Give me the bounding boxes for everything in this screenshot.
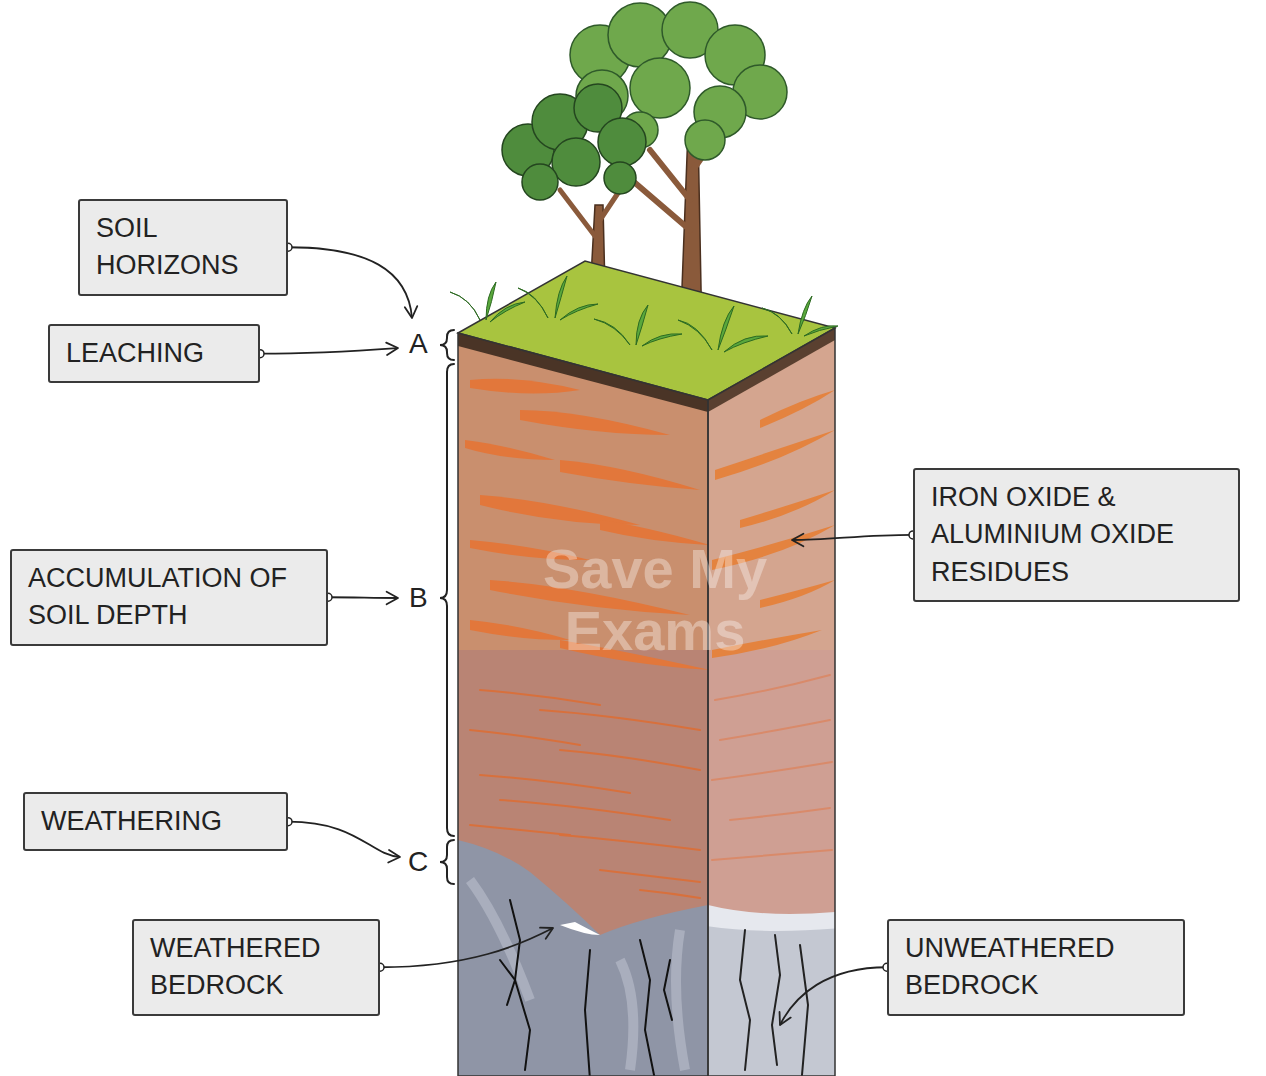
leader-line — [284, 818, 400, 863]
callout-box: IRON OXIDE & ALUMINIUM OXIDE RESIDUES — [913, 468, 1240, 602]
leader-line — [780, 963, 891, 1025]
horizon-letter: A — [409, 329, 428, 360]
leader-line — [376, 928, 553, 972]
callout-text: UNWEATHERED BEDROCK — [905, 930, 1167, 1005]
callout-text: ACCUMULATION OF SOIL DEPTH — [28, 560, 310, 635]
leader-line — [792, 531, 917, 546]
callout-box: LEACHING — [48, 324, 260, 383]
callout-box: UNWEATHERED BEDROCK — [887, 919, 1185, 1016]
callout-text: IRON OXIDE & ALUMINIUM OXIDE RESIDUES — [931, 479, 1222, 591]
callout-box: WEATHERED BEDROCK — [132, 919, 380, 1016]
callout-text: LEACHING — [66, 335, 242, 372]
grass — [450, 276, 838, 352]
horizon-brace — [440, 330, 454, 884]
horizon-letter: C — [408, 847, 428, 878]
leader-line — [324, 592, 398, 604]
soil-side-face — [700, 320, 840, 1076]
watermark: Save My Exams — [490, 538, 820, 661]
callout-box: WEATHERING — [23, 792, 288, 851]
callout-box: ACCUMULATION OF SOIL DEPTH — [10, 549, 328, 646]
soil-front-face — [450, 320, 720, 1076]
callout-text: SOIL HORIZONS — [96, 210, 270, 285]
callout-box: SOIL HORIZONS — [78, 199, 288, 296]
callout-text: WEATHERING — [41, 803, 270, 840]
callout-text: WEATHERED BEDROCK — [150, 930, 362, 1005]
leader-line — [256, 343, 398, 358]
leader-line — [284, 243, 417, 318]
horizon-letter: B — [409, 583, 428, 614]
